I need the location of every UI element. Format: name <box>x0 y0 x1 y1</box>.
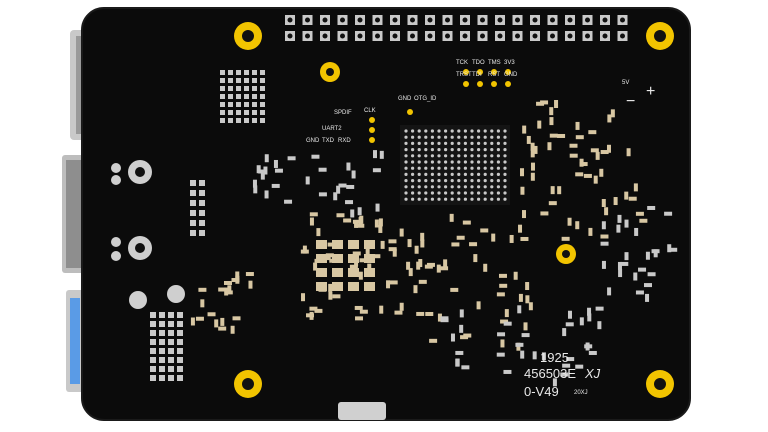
jtag-label-tdo: TDO <box>472 60 485 66</box>
label-uart2: UART2 <box>322 126 342 132</box>
label-initials: XJ <box>584 366 601 381</box>
label-clk: CLK <box>364 108 376 114</box>
label-rev-suffix: 20XJ <box>574 390 588 396</box>
label-uart-txd: TXD <box>322 138 335 144</box>
label-uart-rxd: RXD <box>338 138 351 144</box>
label-plus: + <box>646 83 655 100</box>
pin-grids <box>150 70 265 381</box>
jtag-label-rst: RST <box>488 72 500 78</box>
label-uart-gnd: GND <box>306 138 320 144</box>
label-serial: 456503E <box>524 366 576 381</box>
jtag-label-tms: TMS <box>488 60 501 66</box>
debug-pads <box>369 69 511 143</box>
micro-usb-port <box>338 402 386 420</box>
label-1925: 1925 <box>540 350 569 365</box>
soc-ball-pads <box>404 129 507 201</box>
label-revision: 0-V49 <box>524 384 559 399</box>
gpio-header-pads <box>285 15 628 41</box>
label-otg-id: OTG_ID <box>414 96 437 102</box>
jtag-label-tdi: TDI <box>472 72 482 78</box>
label-minus: − <box>626 93 635 110</box>
soc-footprint <box>400 125 510 205</box>
label-spdif: SPDIF <box>334 110 352 116</box>
jtag-label-gnd: GND <box>504 72 518 78</box>
label-5v: 5V <box>622 80 629 86</box>
jtag-label-trst: TRST <box>456 72 472 78</box>
jtag-label-3v3: 3V3 <box>504 60 515 66</box>
jtag-label-tck: TCK <box>456 60 468 66</box>
silkscreen-text: TCK TDO TMS 3V3 TRST TDI RST GND GND OTG… <box>306 60 655 399</box>
left-through-holes <box>111 160 185 309</box>
mounting-holes <box>234 22 674 398</box>
label-gnd: GND <box>398 96 412 102</box>
smd-components <box>190 100 678 387</box>
